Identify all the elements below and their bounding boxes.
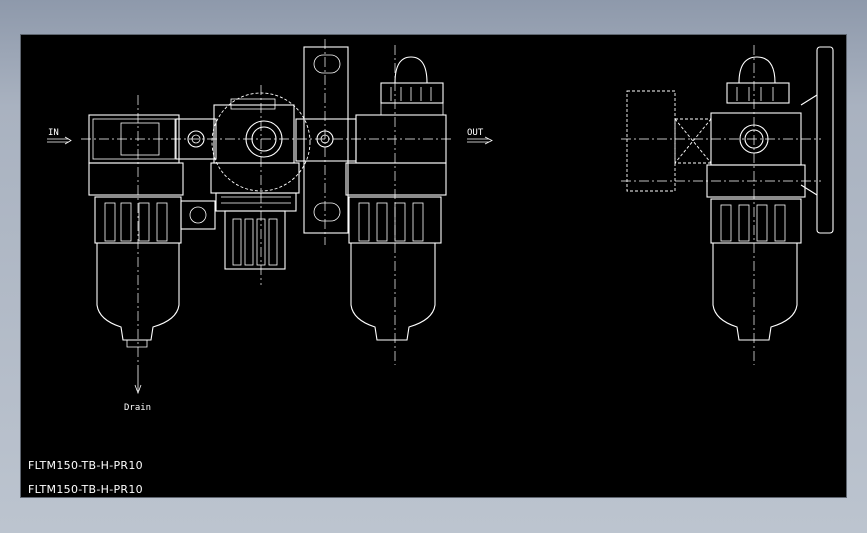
part-number-label: FLTM150-TB-H-PR10: [28, 459, 143, 472]
lubricator-unit: [345, 45, 447, 365]
out-label: OUT: [467, 128, 484, 138]
side-view: [621, 45, 834, 365]
filter-unit: Drain: [88, 95, 184, 413]
out-arrow: OUT: [467, 128, 493, 145]
cad-viewport[interactable]: IN OUT: [20, 34, 847, 498]
frl-assembly-drawing: IN OUT: [47, 39, 834, 413]
drain-label: Drain: [124, 403, 151, 413]
in-label: IN: [48, 128, 59, 138]
part-number-label: FLTM150-TB-H-PR10: [28, 483, 143, 496]
mounting-bracket: [295, 39, 357, 245]
in-arrow: IN: [47, 128, 72, 145]
regulator-unit: [175, 85, 311, 285]
